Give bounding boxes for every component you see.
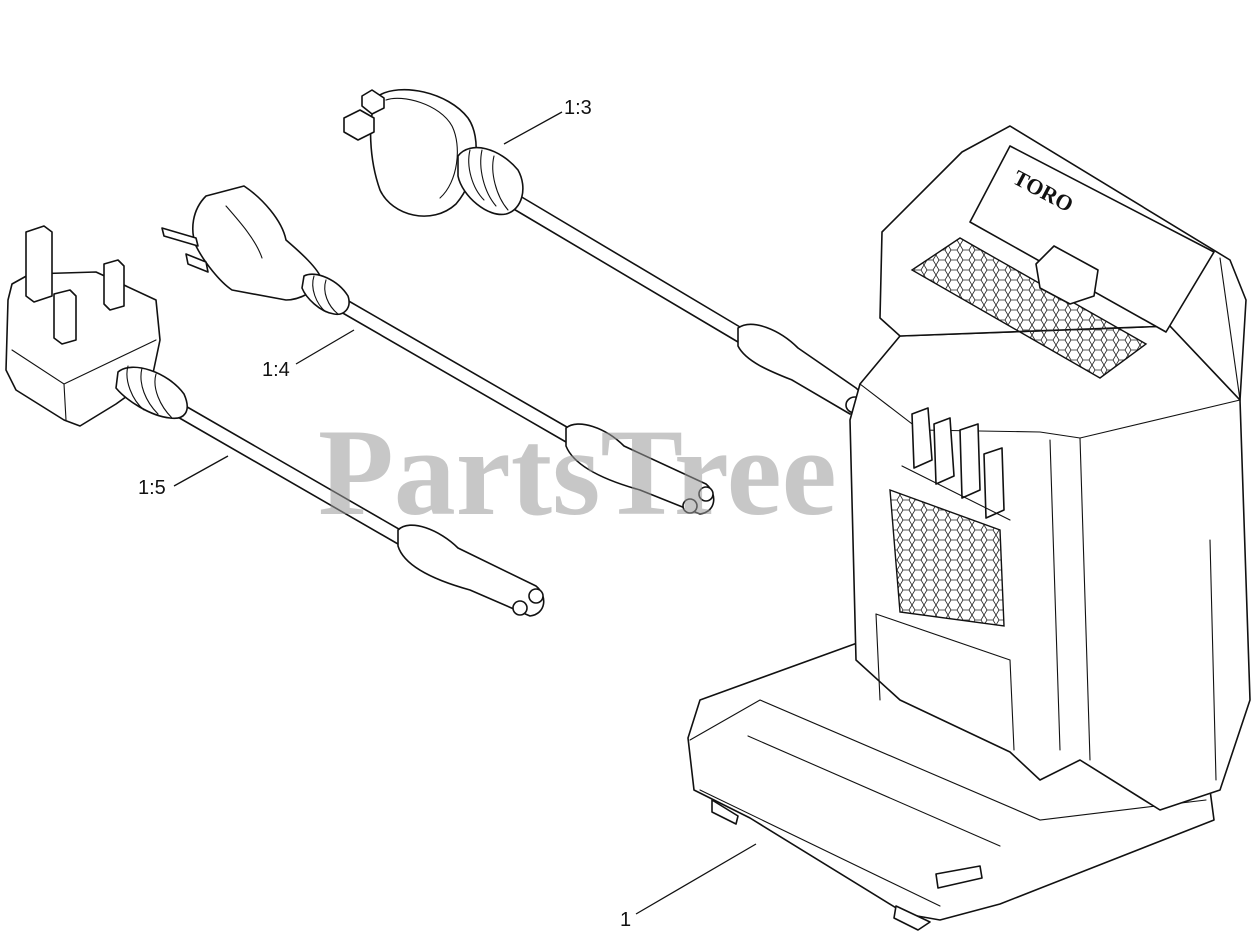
watermark: PartsTree — [318, 404, 837, 541]
callout-label-1: 1 — [620, 909, 631, 931]
callout-1-4: 1:4 — [262, 329, 355, 381]
uk-plug-cord — [5, 225, 545, 617]
eu-plug-cord — [161, 185, 715, 515]
callout-label-1-4: 1:4 — [262, 359, 290, 381]
callout-1: 1 — [620, 843, 757, 931]
callout-1-3: 1:3 — [503, 97, 592, 145]
battery-terminals — [901, 407, 1011, 521]
callout-1-5: 1:5 — [138, 455, 229, 499]
callout-label-1-5: 1:5 — [138, 477, 166, 499]
front-vent — [889, 488, 1005, 627]
top-vent — [910, 237, 1148, 379]
battery-charger: TORO — [687, 125, 1251, 931]
callout-label-1-3: 1:3 — [564, 97, 592, 119]
au-plug-cord — [343, 88, 865, 415]
